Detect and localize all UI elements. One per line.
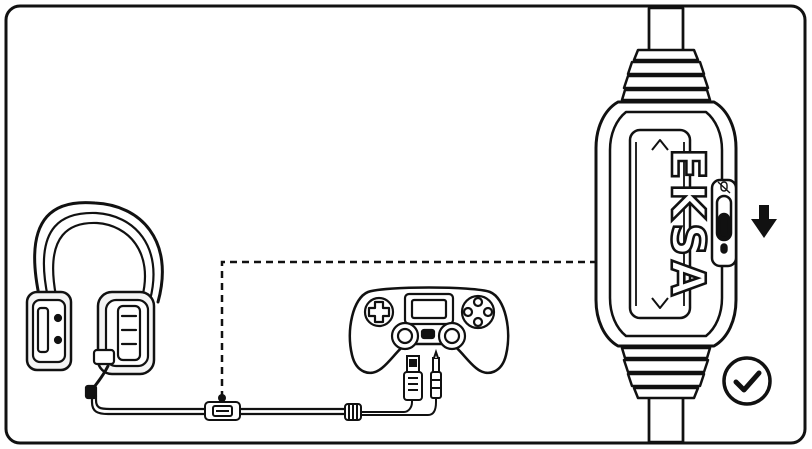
arrow-down-icon: [751, 205, 777, 238]
headset-illustration: [25, 201, 164, 400]
callout-dashed-line: [220, 260, 606, 398]
usb-plug: [403, 355, 423, 401]
slide-switch-knob: [717, 212, 731, 240]
headset-cable: [90, 394, 347, 416]
check-circle-icon: [722, 356, 772, 406]
cable-splitter: [344, 372, 437, 421]
game-controller: [348, 286, 510, 375]
audio-jack: [430, 348, 442, 399]
brand-logo: EKSA: [661, 148, 715, 300]
inline-adapter: [204, 401, 241, 421]
callout-dot: [218, 394, 226, 402]
inline-control-zoom: [594, 6, 738, 444]
mic-off-icon: [717, 181, 731, 194]
mic-icon: [720, 243, 728, 254]
